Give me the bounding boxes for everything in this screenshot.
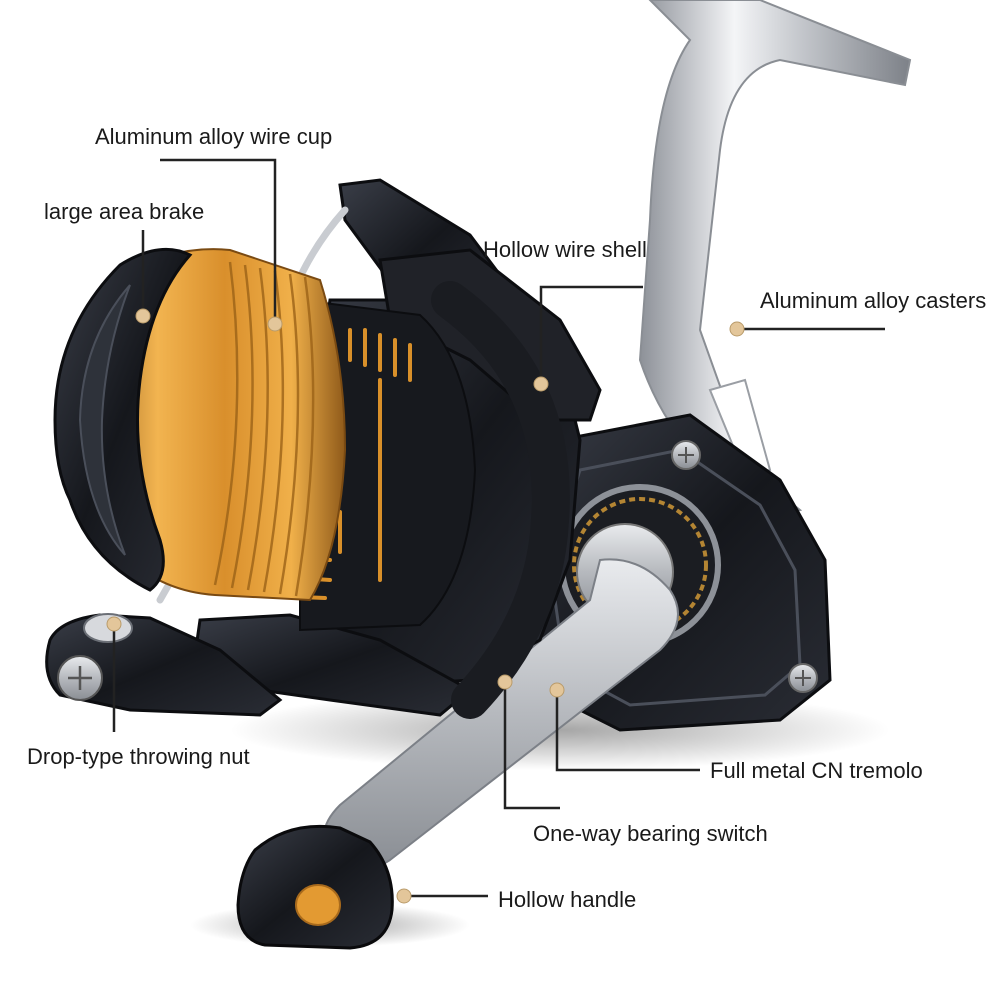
brake-cap-rim (78, 284, 131, 556)
marker-throwing-nut (106, 616, 122, 632)
label-wire-cup: Aluminum alloy wire cup (95, 124, 333, 149)
label-handle: Hollow handle (498, 887, 637, 912)
handle-gold-center (295, 884, 341, 926)
brake-cap (53, 247, 193, 592)
label-wire-shell: Hollow wire shell (483, 237, 647, 262)
marker-brake (135, 308, 151, 324)
marker-wire-cup (267, 316, 283, 332)
leader-tremolo (555, 690, 700, 772)
rotor-arm-curve (431, 281, 570, 719)
label-casters: Aluminum alloy casters (760, 288, 987, 313)
label-tremolo: Full metal CN tremolo (710, 758, 923, 783)
marker-bearing (497, 674, 513, 690)
leader-wire-cup (160, 158, 277, 324)
callout-markers (106, 308, 745, 904)
marker-casters (729, 321, 745, 337)
label-brake: large area brake (44, 199, 205, 224)
marker-wire-shell (533, 376, 549, 392)
screw-top (671, 440, 701, 470)
label-bearing-switch: One-way bearing switch (533, 821, 768, 846)
throwing-nut-bolt (57, 655, 103, 701)
callout-leaders (112, 158, 885, 898)
leader-wire-shell (539, 285, 643, 384)
gear-body-bevel (548, 448, 802, 707)
spool-skirt (299, 298, 477, 632)
label-throwing-nut: Drop-type throwing nut (27, 744, 250, 769)
marker-handle (396, 888, 412, 904)
spool-grooves (213, 261, 315, 597)
leader-bearing (503, 682, 560, 810)
marker-tremolo (549, 682, 565, 698)
screw-right (788, 663, 818, 693)
